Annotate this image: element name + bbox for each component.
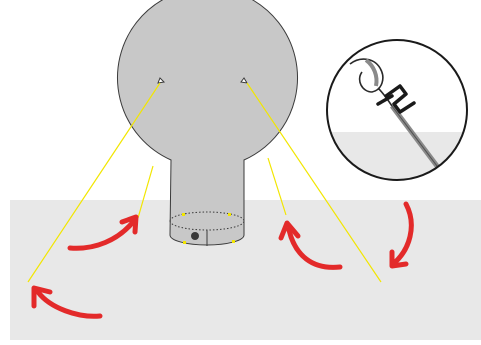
attachment-loop-right [240,77,248,84]
hook-detail-icon [376,84,416,114]
guy-line-top-right [246,82,382,283]
anchor-point-4 [232,240,235,243]
curved-arrow-icon [389,201,414,269]
guy-line-neck-right [267,157,287,216]
hook-detail-inset [326,39,468,181]
attachment-loop-left [157,77,166,84]
guy-line-neck-left [137,165,154,219]
inset-knot [349,58,384,93]
curved-arrow-icon [31,285,103,319]
valve-cap [191,232,199,240]
anchor-point-1 [182,213,185,216]
balloon-outline [117,0,298,246]
neck-ring-top [169,211,245,222]
anchor-point-2 [228,213,231,216]
inset-frame [326,39,468,181]
curved-arrow-icon [67,214,139,251]
guy-line-top-left [27,82,161,283]
tie-down-arrows [31,201,414,319]
curved-arrow-icon [278,220,343,270]
inset-ground [327,132,467,180]
anchor-point-3 [183,241,186,244]
neck-ring-front [169,220,245,231]
guy-lines [27,82,382,283]
balloon-body [117,0,298,246]
